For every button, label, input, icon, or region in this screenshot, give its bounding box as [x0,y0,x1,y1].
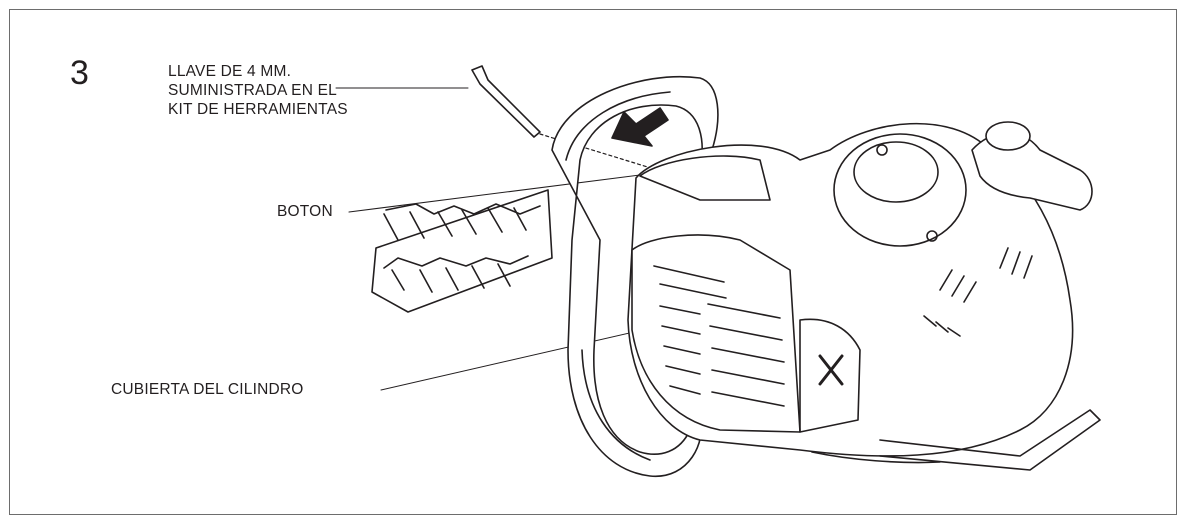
front-handle [551,75,719,477]
leader-button [348,171,665,213]
allen-key-label: LLAVE DE 4 MM. SUMINISTRADA EN EL KIT DE… [168,62,348,119]
allen-key-label-line2: SUMINISTRADA EN EL [168,82,337,99]
engine-housing [627,121,1101,471]
allen-key-label-line1: LLAVE DE 4 MM. [168,63,292,80]
cylinder-cover [631,234,801,433]
direction-arrow-icon [611,107,669,147]
cylinder-cover-label: CUBIERTA DEL CILINDRO [111,381,304,398]
cutter-blade [371,189,553,313]
step-number: 3 [70,54,89,92]
allen-key-icon [471,65,665,173]
button-label: BOTON [277,203,333,220]
figure-frame [9,9,1177,515]
allen-key-label-line3: KIT DE HERRAMIENTAS [168,101,348,118]
